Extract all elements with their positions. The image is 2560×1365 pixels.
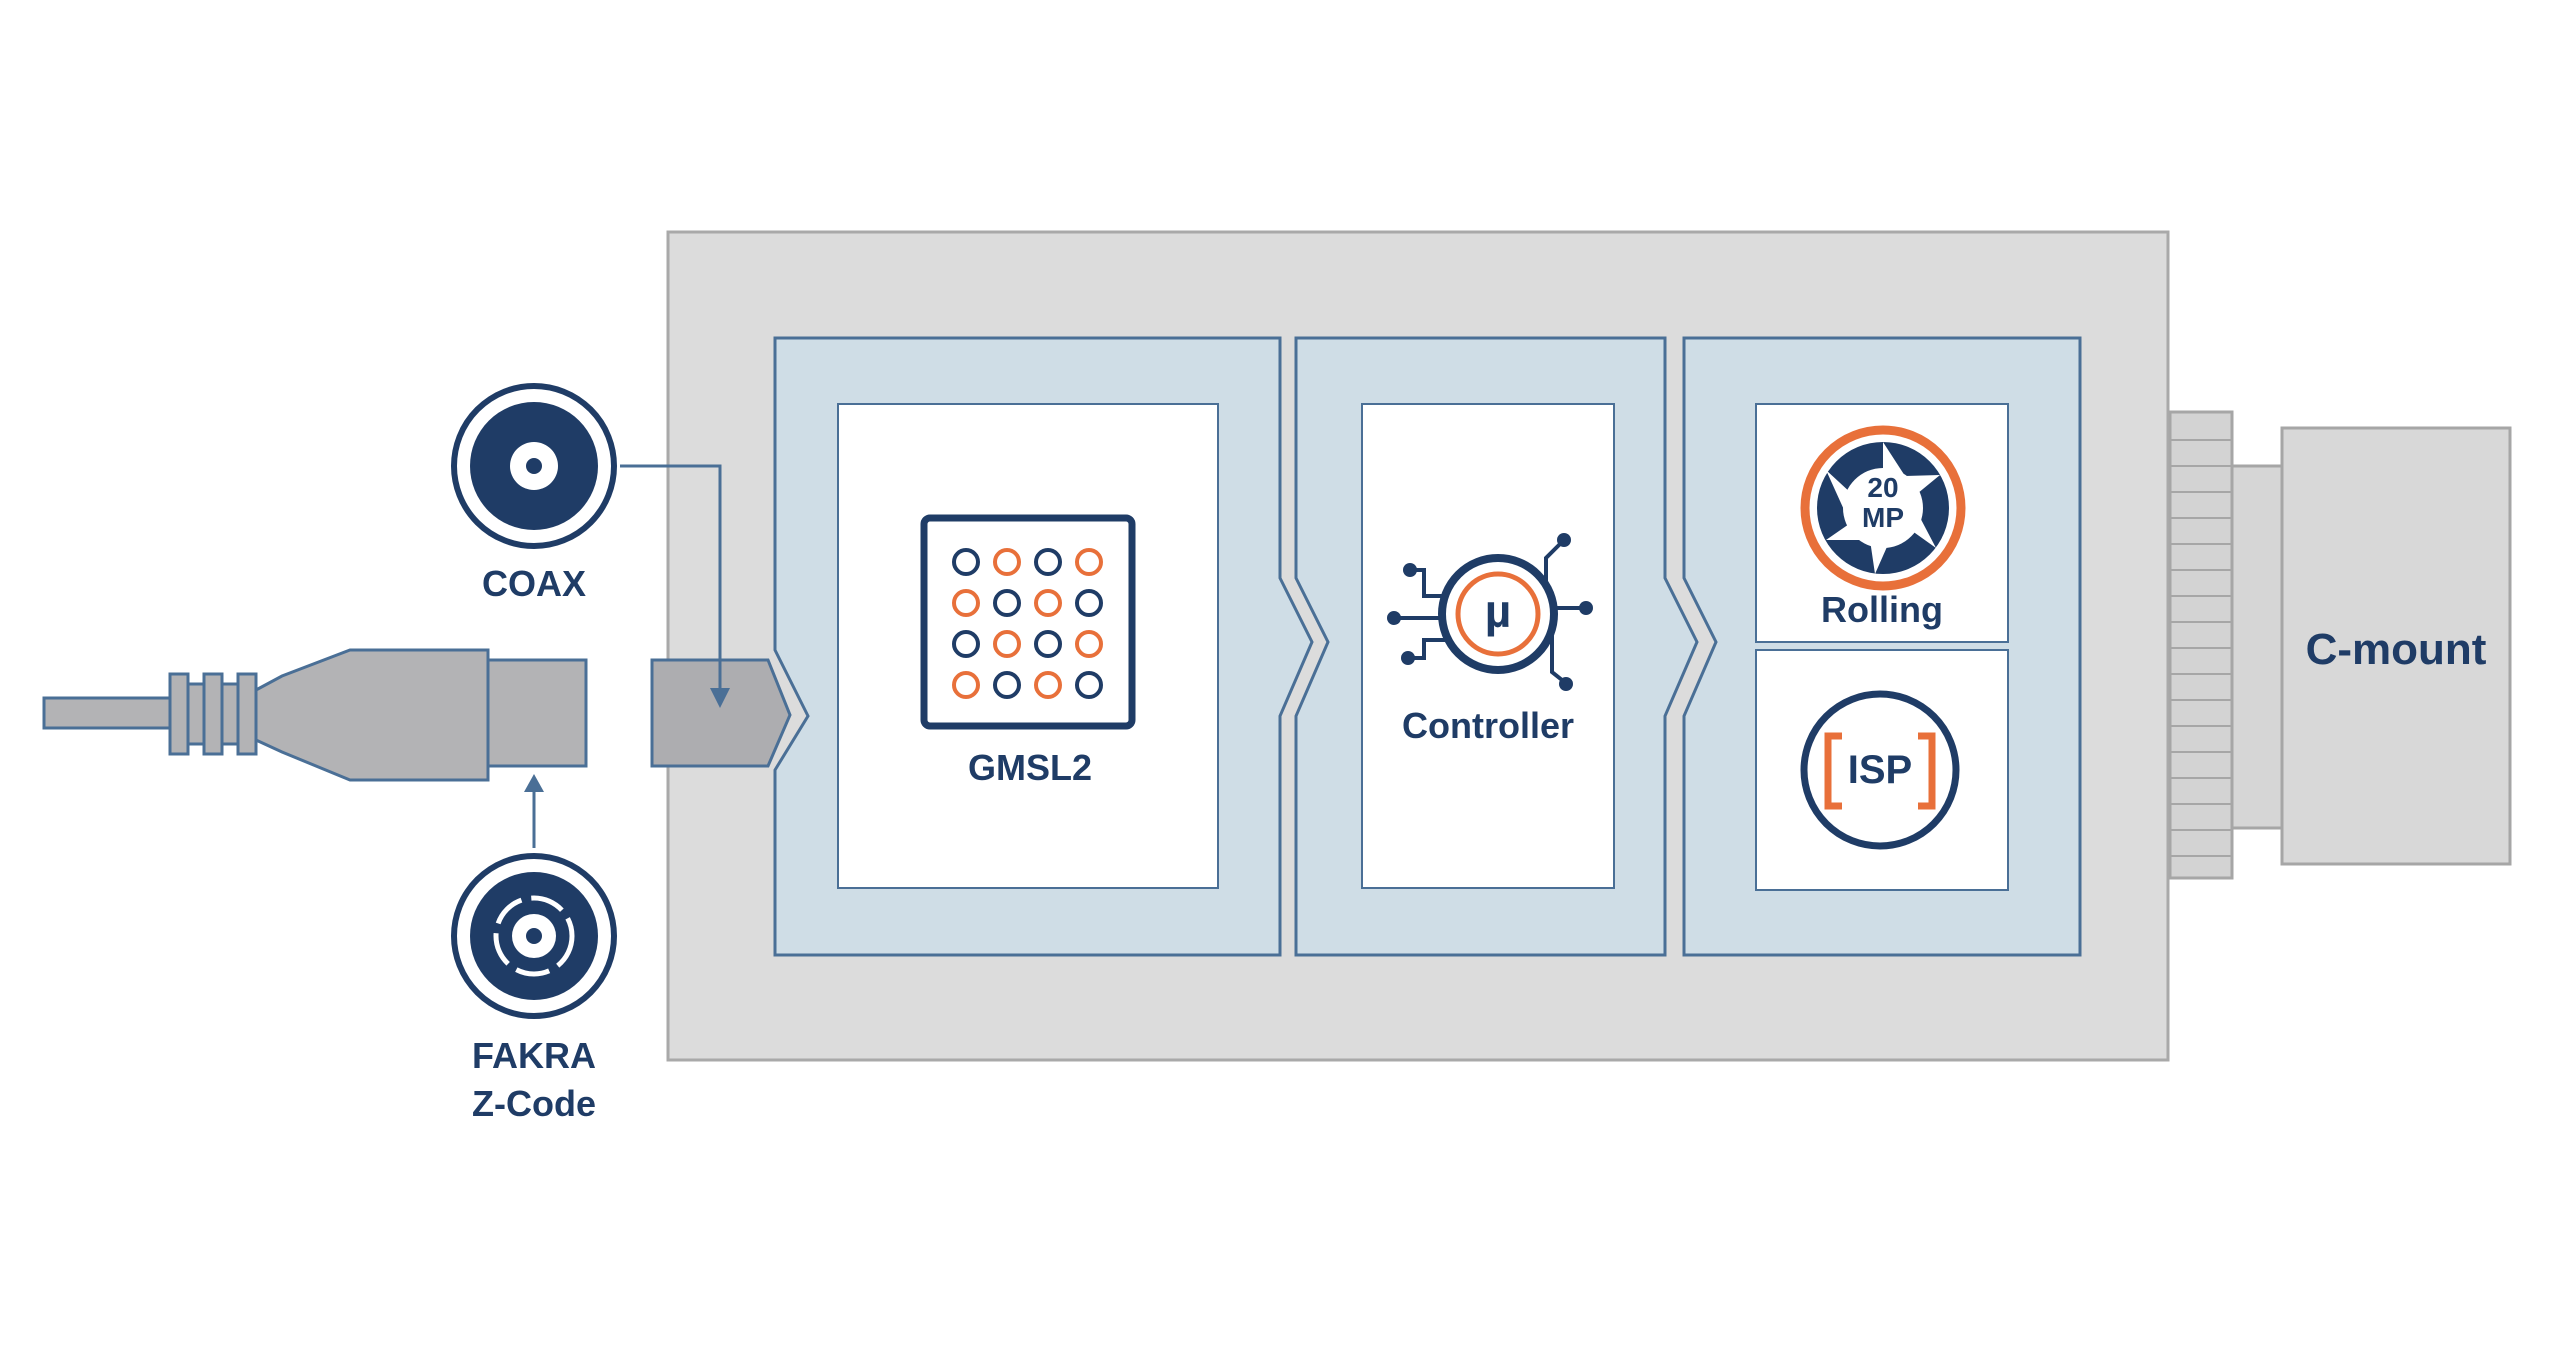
coax-label: COAX <box>481 563 586 604</box>
fakra-label-line2: Z-Code <box>472 1083 596 1124</box>
cable-plug-icon <box>42 648 588 782</box>
input-socket <box>650 658 792 768</box>
sensor-resolution-line1: 20 <box>1867 472 1899 503</box>
microcontroller-icon <box>1387 533 1593 691</box>
controller-symbol: µ <box>1484 585 1512 637</box>
fakra-connector-icon <box>451 853 617 1019</box>
gmsl2-label: GMSL2 <box>967 747 1092 788</box>
plug-tip <box>486 658 588 768</box>
plug-body <box>254 648 490 782</box>
coax-connector-icon <box>451 383 617 549</box>
fakra-signal-arrowhead <box>524 774 544 792</box>
cable-wire <box>42 696 176 730</box>
mount-thread <box>2168 410 2234 880</box>
c-mount-body <box>2280 426 2512 866</box>
cable-strain-relief-3 <box>202 672 224 756</box>
aperture-icon <box>1800 425 1966 591</box>
cable-strain-relief-1 <box>168 672 190 756</box>
controller-label: Controller <box>1401 705 1574 746</box>
fakra-label-line1: FAKRA <box>472 1035 596 1076</box>
rolling-shutter-label: Rolling <box>1821 589 1943 630</box>
isp-label: ISP <box>1847 748 1913 792</box>
c-mount-label: C-mount <box>2305 625 2487 674</box>
cable-strain-relief-2 <box>186 682 206 746</box>
c-mount-assembly <box>2168 410 2512 880</box>
cable-strain-relief-5 <box>236 672 258 756</box>
coax-signal-line <box>620 464 722 690</box>
mount-thread-grooves <box>2170 439 2232 857</box>
mount-collar <box>2230 464 2284 830</box>
isp-icon <box>1800 690 1960 850</box>
cable-strain-relief-4 <box>220 682 240 746</box>
sensor-resolution-line2: MP <box>1862 502 1904 533</box>
coax-signal-arrowhead <box>710 688 730 708</box>
chip-matrix-icon <box>920 514 1136 730</box>
